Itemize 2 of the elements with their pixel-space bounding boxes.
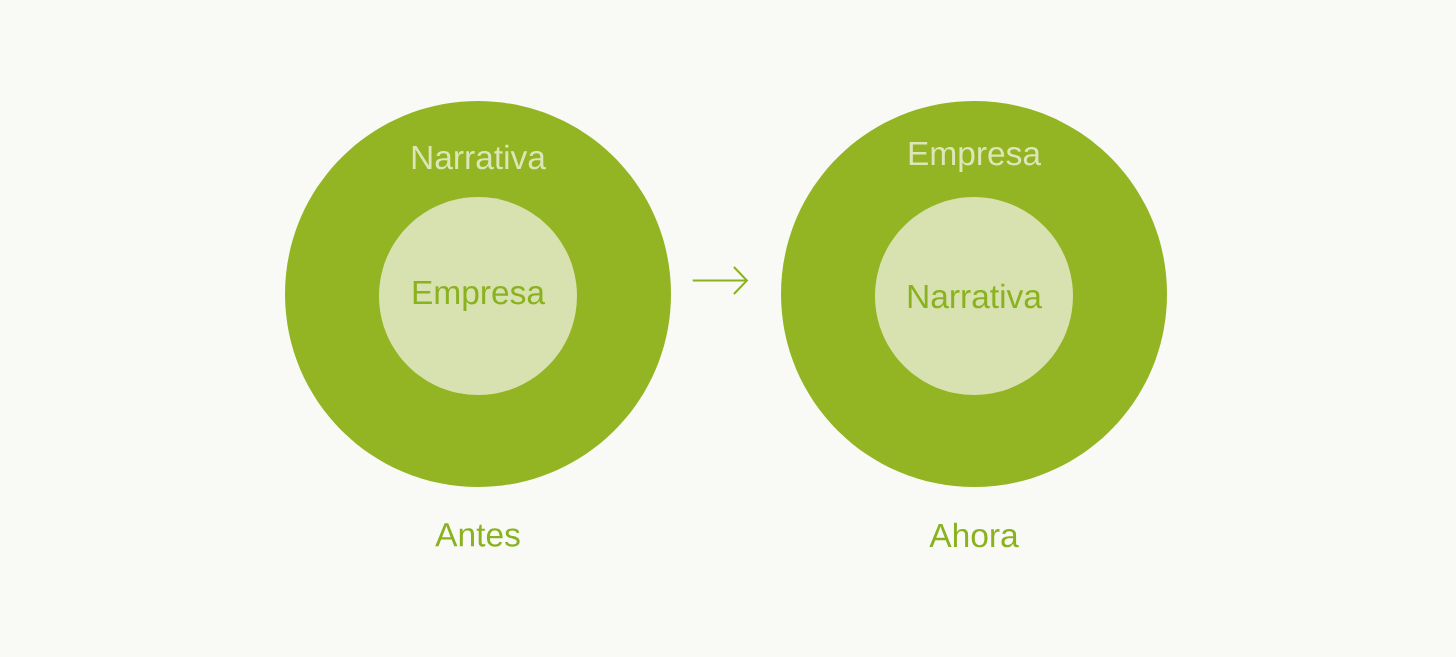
node-label: Antes (435, 523, 520, 547)
node-label: Ahora (929, 522, 1019, 548)
